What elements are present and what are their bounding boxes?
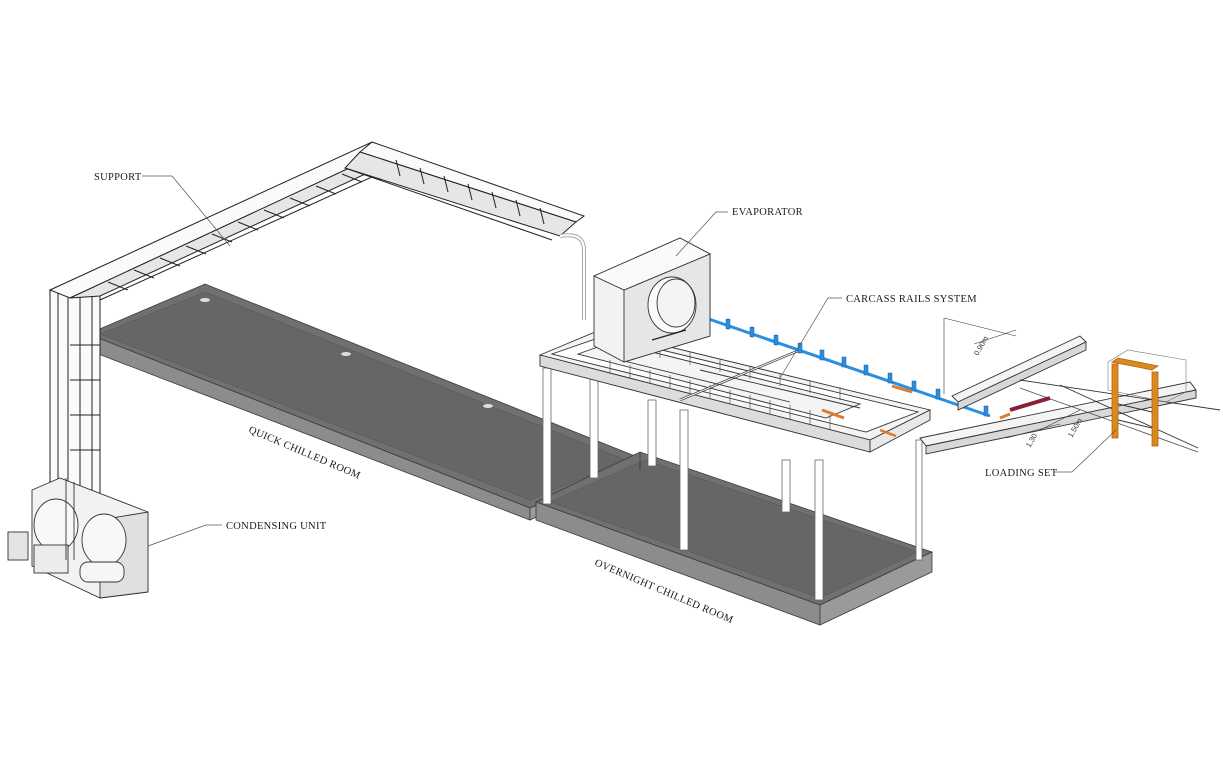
dimension-1-30: 1.30 bbox=[1024, 432, 1039, 449]
room-columns bbox=[542, 367, 923, 601]
dimension-0-90m: 0.90m bbox=[972, 334, 990, 357]
carcass-rail-blue bbox=[699, 311, 991, 438]
label-carcass-rails-system: CARCASS RAILS SYSTEM bbox=[846, 294, 977, 305]
quick-chilled-room-floor bbox=[86, 283, 642, 521]
evaporator-unit bbox=[592, 237, 712, 363]
loading-set bbox=[919, 317, 1221, 455]
leader-lines bbox=[142, 175, 1117, 547]
label-evaporator: EVAPORATOR bbox=[732, 207, 803, 218]
support-frame bbox=[48, 141, 586, 501]
label-support: SUPPORT bbox=[94, 172, 142, 183]
carcass-rail-frame bbox=[538, 329, 932, 453]
overnight-chilled-room-floor bbox=[534, 451, 934, 626]
label-loading-set: LOADING SET bbox=[985, 468, 1058, 479]
label-condensing-unit: CONDENSING UNIT bbox=[226, 521, 327, 532]
condensing-unit bbox=[7, 477, 149, 599]
